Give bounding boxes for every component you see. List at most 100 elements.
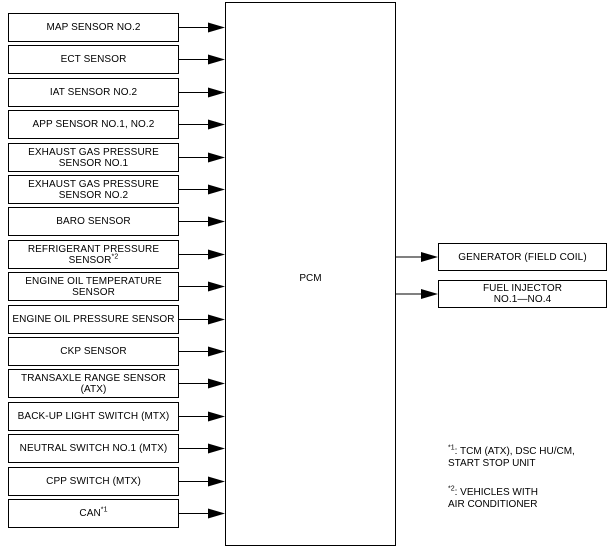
- footnote-mark: *1: [448, 444, 455, 452]
- input-device-box-line: SENSOR NO.2: [59, 190, 128, 201]
- input-arrow: [179, 281, 225, 292]
- input-device-box-text: BARO SENSOR: [56, 216, 131, 227]
- output-device-box-text: FUEL INJECTOR: [482, 283, 563, 294]
- output-device-box-text: NO.1—NO.4: [493, 294, 552, 305]
- input-device-box-text: (ATX): [80, 383, 107, 395]
- input-device-box-line: SENSOR NO.1: [59, 158, 128, 169]
- input-device-box-line: (ATX): [81, 384, 107, 395]
- input-device-box-text: BACK-UP LIGHT SWITCH (MTX): [17, 411, 170, 422]
- input-device-box: NEUTRAL SWITCH NO.1 (MTX): [8, 434, 179, 463]
- input-device-box-text: SENSOR: [72, 286, 115, 298]
- footnote: *1: TCM (ATX), DSC HU/CM,START STOP UNIT: [448, 444, 575, 470]
- input-device-box: IAT SENSOR NO.2: [8, 78, 179, 107]
- input-device-box-line: SENSOR*2: [68, 253, 119, 266]
- footnote-mark: *2: [448, 485, 455, 493]
- input-device-box: BACK-UP LIGHT SWITCH (MTX): [8, 402, 179, 431]
- input-arrow: [179, 22, 225, 33]
- input-device-box-line: CPP SWITCH (MTX): [46, 476, 141, 487]
- output-device-box-text: GENERATOR (FIELD COIL): [458, 251, 587, 263]
- input-arrow: [179, 346, 225, 357]
- footnote-text: : VEHICLES WITH: [454, 487, 538, 498]
- input-device-box-text: NEUTRAL SWITCH NO.1 (MTX): [19, 443, 168, 454]
- input-device-box-line: EXHAUST GAS PRESSURE: [28, 147, 159, 158]
- output-device-box-line: NO.1—NO.4: [494, 294, 552, 305]
- input-device-box-line: ECT SENSOR: [61, 54, 127, 65]
- input-device-box-line: REFRIGERANT PRESSURE: [28, 244, 159, 255]
- input-device-box-text: ENGINE OIL PRESSURE SENSOR: [12, 314, 175, 325]
- input-arrow: [179, 216, 225, 227]
- input-device-box-text: REFRIGERANT PRESSURE: [27, 243, 160, 255]
- input-arrow: [179, 378, 225, 389]
- input-device-box-text: SENSOR NO.2: [58, 189, 129, 201]
- output-arrow: [396, 252, 438, 262]
- footnote-line: *1: TCM (ATX), DSC HU/CM,: [448, 444, 575, 458]
- input-arrow: [179, 87, 225, 98]
- input-device-box-text: CPP SWITCH (MTX): [46, 476, 141, 487]
- input-arrow: [179, 249, 225, 260]
- input-device-box: TRANSAXLE RANGE SENSOR(ATX): [8, 369, 179, 398]
- input-device-box-text: IAT SENSOR NO.2: [49, 87, 138, 98]
- input-device-box-text: CKP SENSOR: [60, 346, 127, 357]
- input-device-box-line: ENGINE OIL TEMPERATURE: [25, 276, 161, 287]
- output-device-box-line: FUEL INJECTOR: [483, 283, 562, 294]
- input-device-box: ECT SENSOR: [8, 45, 179, 74]
- input-device-box-text: ENGINE OIL TEMPERATURE: [25, 275, 162, 287]
- footnote-line: AIR CONDITIONER: [448, 499, 538, 511]
- input-device-box-line: IAT SENSOR NO.2: [50, 87, 137, 98]
- footnote-text: : TCM (ATX), DSC HU/CM,: [454, 446, 575, 457]
- input-arrow: [179, 476, 225, 487]
- output-device-box: GENERATOR (FIELD COIL): [438, 243, 607, 271]
- input-device-box-line: CAN*1: [79, 506, 108, 519]
- input-device-box: CAN*1: [8, 499, 179, 528]
- input-arrow: [179, 314, 225, 325]
- input-device-box-line: BARO SENSOR: [56, 216, 130, 227]
- input-device-box-text: EXHAUST GAS PRESSURE: [28, 146, 159, 158]
- input-device-box: APP SENSOR NO.1, NO.2: [8, 110, 179, 139]
- input-device-box-line: APP SENSOR NO.1, NO.2: [33, 119, 155, 130]
- footnote-line: *2: VEHICLES WITH: [448, 485, 538, 499]
- input-device-box-line: MAP SENSOR NO.2: [46, 22, 140, 33]
- output-arrow: [396, 289, 438, 299]
- input-device-box-line: TRANSAXLE RANGE SENSOR: [21, 373, 166, 384]
- input-device-box-line: EXHAUST GAS PRESSURE: [28, 179, 159, 190]
- input-arrow: [179, 152, 225, 163]
- pcm-label: PCM: [299, 273, 322, 284]
- input-device-box-text: APP SENSOR NO.1, NO.2: [32, 119, 155, 130]
- footnote-text: START STOP UNIT: [448, 458, 536, 469]
- output-device-box-line: GENERATOR (FIELD COIL): [458, 252, 587, 263]
- input-device-box-line: SENSOR: [72, 287, 115, 298]
- input-arrow: [179, 54, 225, 65]
- input-arrow: [179, 443, 225, 454]
- input-device-box-text: MAP SENSOR NO.2: [46, 22, 141, 33]
- input-device-box-text: EXHAUST GAS PRESSURE: [28, 178, 159, 190]
- input-device-box-line: CKP SENSOR: [60, 346, 126, 357]
- input-device-box-line: BACK-UP LIGHT SWITCH (MTX): [18, 411, 170, 422]
- input-device-box-line: NEUTRAL SWITCH NO.1 (MTX): [20, 443, 168, 454]
- pcm-block: PCM: [225, 2, 396, 546]
- footnote-line: START STOP UNIT: [448, 458, 575, 470]
- footnote-mark: *2: [111, 253, 119, 261]
- input-device-box: ENGINE OIL PRESSURE SENSOR: [8, 305, 179, 334]
- input-device-box-line: ENGINE OIL PRESSURE SENSOR: [12, 314, 174, 325]
- input-arrow: [179, 184, 225, 195]
- input-device-box-text: SENSOR: [68, 254, 112, 266]
- input-device-box-text: CAN: [79, 508, 101, 519]
- input-device-box: MAP SENSOR NO.2: [8, 13, 179, 42]
- footnote-mark: *1: [100, 506, 108, 514]
- input-device-box-text: TRANSAXLE RANGE SENSOR: [20, 372, 166, 384]
- input-device-box: CPP SWITCH (MTX): [8, 467, 179, 496]
- input-device-box-text: ECT SENSOR: [60, 54, 127, 65]
- input-arrow: [179, 119, 225, 130]
- input-arrow: [179, 411, 225, 422]
- input-device-box: CKP SENSOR: [8, 337, 179, 366]
- input-arrow: [179, 508, 225, 519]
- footnote-text: AIR CONDITIONER: [448, 499, 538, 510]
